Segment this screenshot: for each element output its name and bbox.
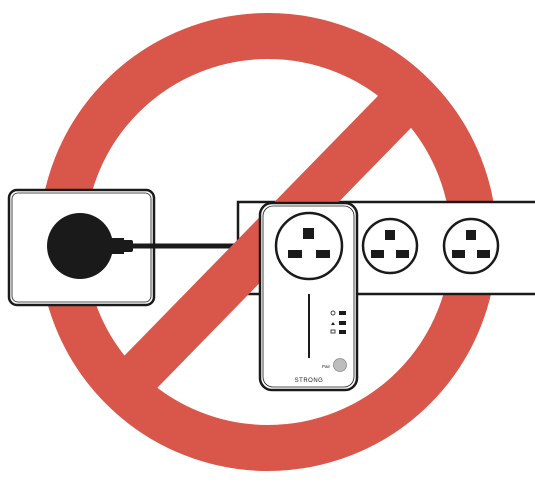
- uk-socket-icon: [444, 219, 498, 273]
- powerline-adapter-icon: Pair STRONG: [260, 203, 357, 390]
- pair-button-label: Pair: [322, 364, 331, 369]
- pair-button: [334, 359, 347, 372]
- brand-label: STRONG: [295, 378, 324, 384]
- uk-socket-icon: [363, 219, 417, 273]
